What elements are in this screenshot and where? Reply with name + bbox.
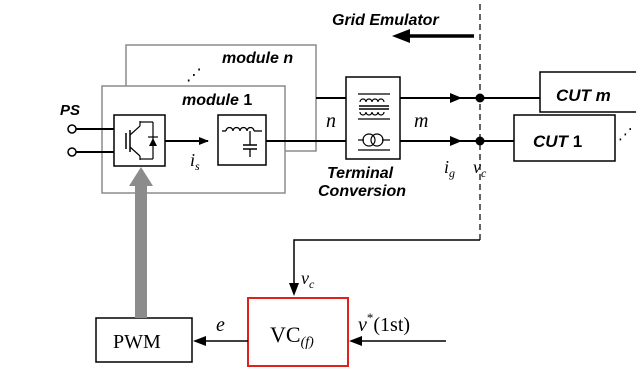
inverter-switch-icon bbox=[113, 114, 166, 167]
ps-label: PS bbox=[60, 102, 80, 119]
vc-controller-block bbox=[247, 297, 349, 367]
cut-1-label: CUT 1 bbox=[533, 132, 582, 151]
cut-1-box bbox=[513, 114, 616, 162]
flow-arrow-bottom bbox=[450, 136, 462, 146]
cut-m-label: CUT m bbox=[556, 86, 611, 105]
ps-terminal-top bbox=[67, 124, 77, 134]
n-label: n bbox=[326, 110, 336, 132]
voltage-vc-label: vc bbox=[473, 157, 487, 180]
module-n-label: module n bbox=[222, 50, 293, 67]
transformer-icon bbox=[345, 76, 401, 160]
module-1-label: module 1 bbox=[182, 92, 252, 109]
gating-signal-arrow-shaft bbox=[135, 184, 147, 318]
current-ig-label: ig bbox=[444, 157, 455, 180]
pwm-label: PWM bbox=[113, 331, 161, 353]
grid-emulator-title: Grid Emulator bbox=[332, 12, 439, 29]
node-top bbox=[475, 93, 485, 103]
m-label: m bbox=[414, 110, 428, 132]
current-is-label: is bbox=[190, 150, 200, 173]
error-e-label: e bbox=[216, 314, 225, 336]
gating-signal-arrow-head bbox=[129, 167, 153, 186]
grid-emulator-arrow bbox=[392, 29, 474, 43]
vc-feedback-line bbox=[293, 239, 480, 284]
node-bottom bbox=[475, 136, 485, 146]
cuts-ellipsis: ⋰ bbox=[618, 126, 633, 143]
pwm-block bbox=[95, 317, 193, 363]
terminal-label: Terminal bbox=[327, 165, 394, 182]
lc-filter-icon bbox=[217, 114, 267, 166]
vc-controller-label: VC(f) bbox=[270, 322, 314, 350]
flow-arrow-top bbox=[450, 93, 462, 103]
modules-ellipsis: ⋰ bbox=[186, 67, 202, 84]
conversion-label: Conversion bbox=[318, 183, 406, 200]
vref-label: v*(1st) bbox=[358, 310, 410, 336]
ps-terminal-bottom bbox=[67, 147, 77, 157]
vc-feedback-label: vc bbox=[301, 268, 315, 291]
cut-m-box bbox=[539, 71, 636, 113]
